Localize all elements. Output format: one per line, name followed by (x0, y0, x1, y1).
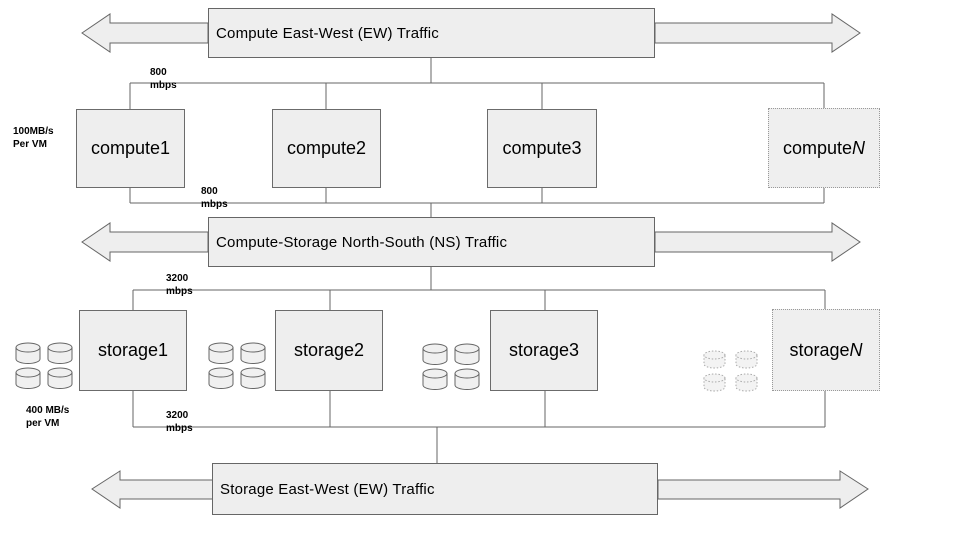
storage-ew-traffic-title: Storage East-West (EW) Traffic (220, 480, 435, 498)
node-storageN: storageN (772, 309, 880, 391)
node-storageN-label: storage (789, 339, 850, 360)
compute-per-vm-rate-label: 100MB/s Per VM (13, 126, 54, 150)
node-computeN-label: compute (782, 137, 853, 158)
compute-ew-traffic-title: Compute East-West (EW) Traffic (216, 24, 439, 42)
storage1-disk-stack-icon (15, 342, 73, 389)
node-compute2: compute2 (272, 109, 381, 188)
node-compute3: compute3 (487, 109, 597, 188)
ns-traffic-box: Compute-Storage North-South (NS) Traffic (208, 217, 655, 267)
storage-per-vm-rate-label: 400 MB/s per VM (26, 405, 70, 429)
node-storage3: storage3 (490, 310, 598, 391)
compute-ew-traffic-box: Compute East-West (EW) Traffic (208, 8, 655, 58)
node-compute1: compute1 (76, 109, 185, 188)
ns-traffic-title: Compute-Storage North-South (NS) Traffic (216, 233, 508, 251)
ns-right-arrow-icon (654, 222, 861, 262)
storage-uplink-speed-label: 3200 mbps (166, 273, 193, 297)
node-computeN: computeN (768, 108, 880, 188)
compute-ew-right-arrow-icon (654, 13, 861, 53)
node-storage2-label: storage2 (293, 340, 365, 360)
node-storage2: storage2 (275, 310, 383, 391)
node-compute2-label: compute2 (286, 138, 367, 158)
storageN-disk-stack-icon (703, 350, 758, 392)
ns-left-arrow-icon (81, 222, 209, 262)
node-storage3-label: storage3 (508, 340, 580, 360)
storage-ew-left-arrow-icon (91, 470, 214, 509)
compute-uplink-speed-label: 800 mbps (150, 67, 177, 91)
node-compute3-label: compute3 (502, 138, 582, 158)
storage-ew-traffic-box: Storage East-West (EW) Traffic (212, 463, 658, 515)
storage2-disk-stack-icon (208, 342, 266, 389)
node-storage1: storage1 (79, 310, 187, 391)
node-compute1-label: compute1 (90, 138, 171, 158)
storage3-disk-stack-icon (422, 343, 480, 390)
storage-downlink-speed-label: 3200 mbps (166, 410, 193, 434)
node-storage1-label: storage1 (97, 340, 169, 360)
compute-ew-left-arrow-icon (81, 13, 209, 53)
storage-ew-right-arrow-icon (657, 470, 869, 509)
connector-lines (129, 58, 826, 463)
compute-downlink-speed-label: 800 mbps (201, 186, 228, 210)
